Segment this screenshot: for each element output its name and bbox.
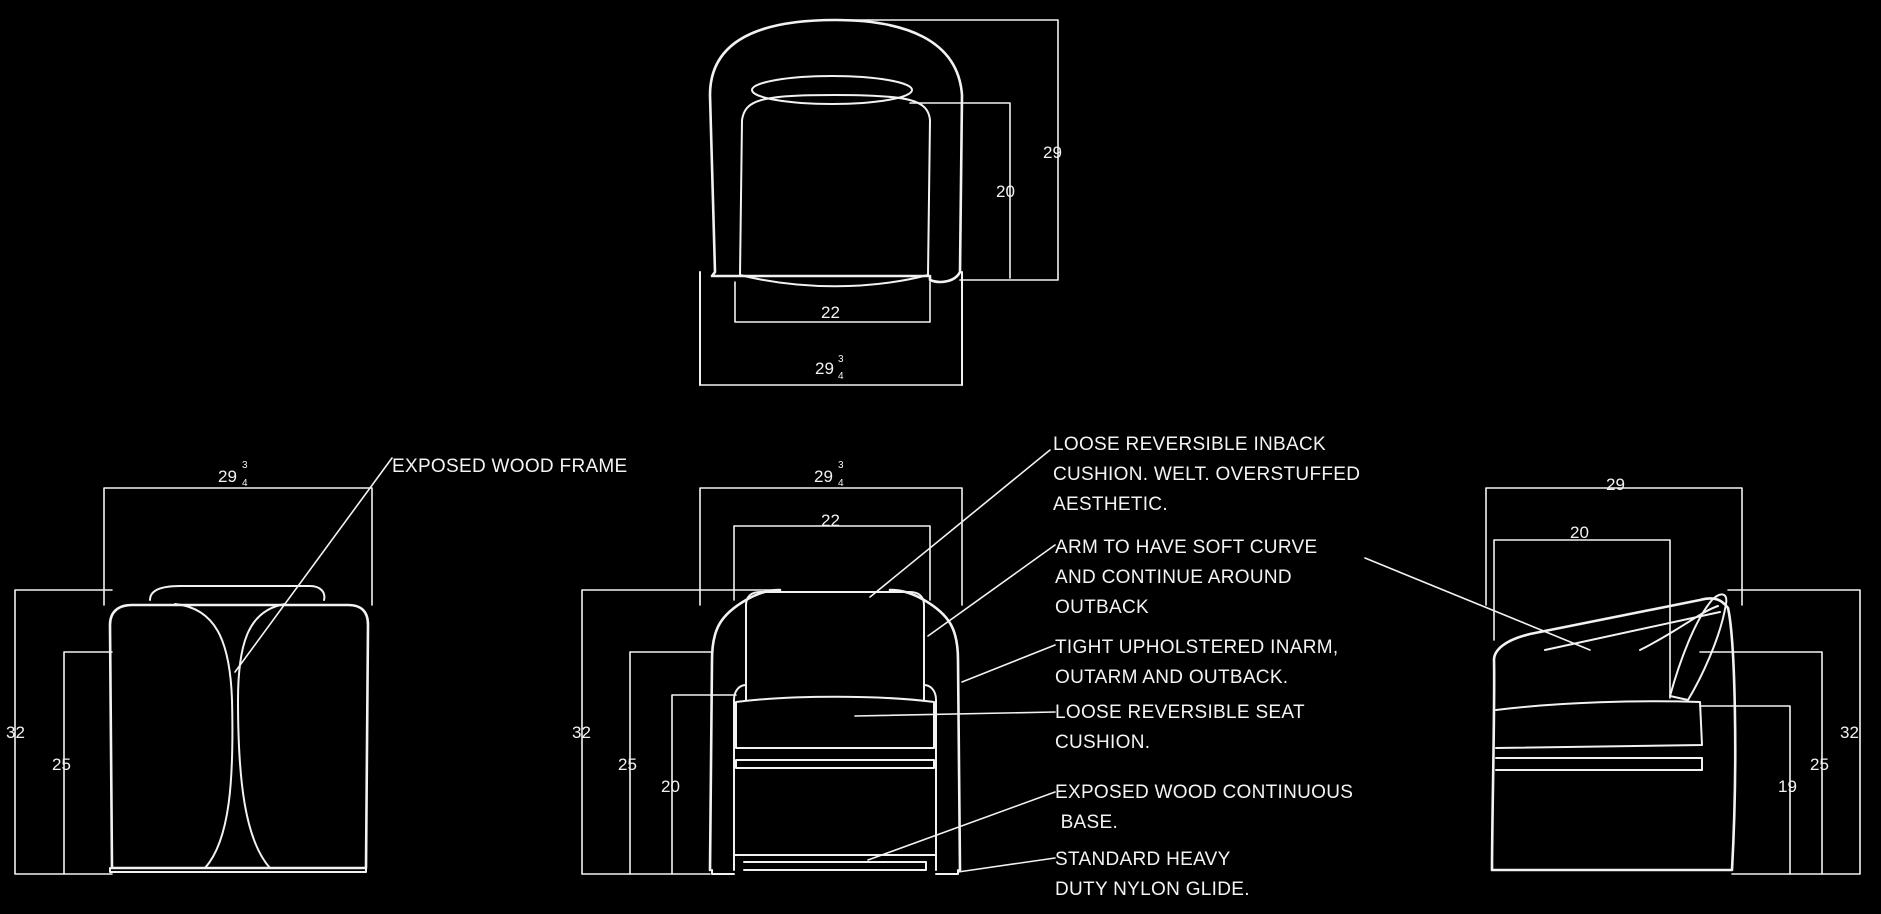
note-line: EXPOSED WOOD FRAME (392, 456, 628, 477)
front-dim-width-line (699, 487, 963, 606)
top-view-base (699, 271, 963, 386)
top-view-back-cushion (751, 75, 913, 105)
note-line: DUTY NYLON GLIDE. (1055, 879, 1250, 900)
left-side-exposed-frame-right (237, 603, 286, 869)
front-dim-seat-line (671, 694, 737, 875)
top-view: 29 20 22 29 3 4 (699, 18, 1062, 386)
note-line: OUTBACK (1055, 597, 1149, 618)
front-dim-height-line (581, 589, 781, 875)
right-dim-seat: 19 (1778, 777, 1797, 796)
front-dim-arm: 25 (618, 755, 637, 774)
right-dim-width: 29 (1606, 475, 1625, 494)
leader-arm-curve (927, 544, 1056, 637)
front-dim-arm-line (629, 651, 713, 875)
note-seat-cushion: LOOSE REVERSIBLE SEAT CUSHION. (1055, 698, 1305, 758)
top-dim-inner-width-line (734, 281, 931, 323)
left-side-base (109, 867, 367, 873)
front-inback-cushion (745, 591, 925, 701)
right-dim-seat-line (1699, 705, 1791, 875)
right-side-view: 29 20 32 25 19 (1364, 475, 1861, 875)
left-dim-arm: 25 (52, 755, 71, 774)
right-dim-height: 32 (1840, 723, 1859, 742)
top-dim-inback-line (909, 102, 1011, 279)
right-dim-arm-line (1699, 651, 1823, 875)
note-line: EXPOSED WOOD CONTINUOUS (1055, 782, 1354, 803)
top-dim-height-line (834, 19, 1059, 281)
right-side-body (1490, 597, 1737, 872)
right-dim-width-line (1485, 487, 1743, 606)
top-view-inner-shell (739, 94, 931, 276)
top-dim-overall-width-num: 3 (838, 354, 844, 365)
left-dim-width-den: 4 (242, 478, 248, 489)
top-view-outer-shell (708, 18, 964, 284)
front-dim-inner-width-line (733, 525, 931, 601)
note-line: LOOSE REVERSIBLE INBACK (1053, 434, 1326, 455)
top-dim-inner-width: 22 (821, 303, 840, 322)
front-inner-arms (733, 684, 937, 871)
left-dim-arm-line (63, 651, 113, 875)
left-dim-width-num: 3 (242, 460, 248, 471)
top-dim-inback: 20 (996, 182, 1015, 201)
note-inback-cushion: LOOSE REVERSIBLE INBACK CUSHION. WELT. O… (1053, 430, 1360, 520)
note-line: AESTHETIC. (1053, 494, 1168, 515)
left-dim-width-line (103, 487, 373, 606)
front-dim-width-den: 4 (838, 478, 844, 489)
leader-wood-frame (234, 457, 393, 673)
note-arm-curve: ARM TO HAVE SOFT CURVE AND CONTINUE AROU… (1055, 533, 1317, 623)
note-wood-base: EXPOSED WOOD CONTINUOUS BASE. (1055, 778, 1353, 838)
top-dim-overall-width: 29 (815, 359, 834, 378)
leader-base (867, 791, 1056, 861)
front-base (733, 854, 937, 871)
left-side-body (108, 603, 370, 870)
note-line: OUTARM AND OUTBACK. (1055, 667, 1289, 688)
note-tight-upholstered: TIGHT UPHOLSTERED INARM, OUTARM AND OUTB… (1055, 633, 1338, 693)
note-line: ARM TO HAVE SOFT CURVE (1055, 537, 1318, 558)
left-side-view: 29 3 4 32 25 (6, 457, 393, 875)
note-line: LOOSE REVERSIBLE SEAT (1055, 702, 1305, 723)
top-view-front-edge (739, 274, 929, 288)
top-dim-height: 29 (1043, 143, 1062, 162)
front-seat-cushion (735, 695, 935, 749)
note-line: CUSHION. (1055, 732, 1151, 753)
right-dim-height-line (1727, 589, 1861, 875)
leader-arm-curve-right (1364, 557, 1591, 651)
right-dim-arm: 25 (1810, 755, 1829, 774)
front-outer-arms (708, 588, 962, 872)
front-dim-width-num: 3 (838, 460, 844, 471)
leader-seat (854, 711, 1056, 717)
front-dim-height: 32 (572, 723, 591, 742)
right-dim-inner-width-line (1493, 539, 1671, 699)
note-nylon-glide: STANDARD HEAVY DUTY NYLON GLIDE. (1055, 845, 1250, 905)
left-side-exposed-frame-left (174, 603, 234, 869)
right-side-seat-cushion (1495, 700, 1703, 749)
top-dim-overall-width-den: 4 (838, 371, 844, 382)
front-dim-inner-width: 22 (821, 511, 840, 530)
note-line: CUSHION. WELT. OVERSTUFFED (1053, 464, 1361, 485)
note-exposed-wood-frame: EXPOSED WOOD FRAME (392, 452, 628, 482)
right-side-seat-lower (1495, 757, 1703, 771)
note-line: BASE. (1055, 812, 1119, 833)
left-dim-width: 29 (218, 467, 237, 486)
front-seat-lower (735, 759, 935, 769)
left-side-top-cushion (149, 585, 326, 601)
front-dim-width: 29 (814, 467, 833, 486)
front-dim-seat: 20 (661, 777, 680, 796)
note-line: AND CONTINUE AROUND (1055, 567, 1292, 588)
note-line: TIGHT UPHOLSTERED INARM, (1055, 637, 1339, 658)
note-line: STANDARD HEAVY (1055, 849, 1231, 870)
right-dim-inner-width: 20 (1570, 523, 1589, 542)
left-dim-height: 32 (6, 723, 25, 742)
right-side-back-cushion (1669, 593, 1728, 701)
leader-inback (869, 449, 1051, 598)
leader-glide (957, 857, 1056, 873)
leader-upholstered (961, 644, 1056, 683)
front-view: 29 3 4 22 32 25 20 (572, 449, 1056, 875)
